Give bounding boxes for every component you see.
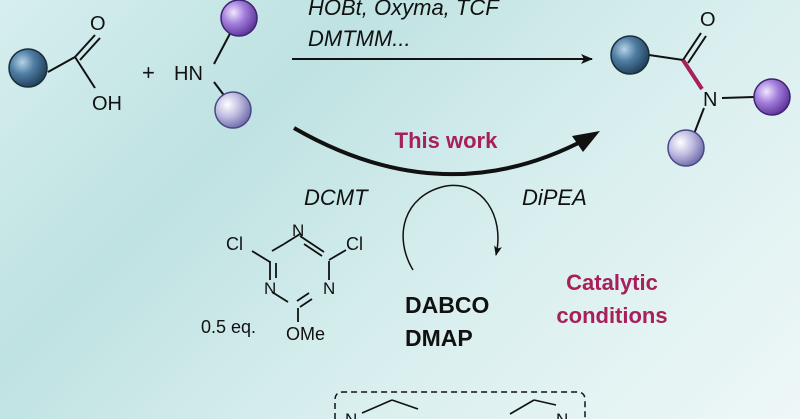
this-work-arrow bbox=[293, 126, 589, 177]
reagent-left-label: DCMT bbox=[304, 185, 369, 210]
amine: HN bbox=[174, 0, 258, 129]
blue-ball bbox=[8, 48, 48, 88]
triazine-n-left: N bbox=[264, 279, 276, 298]
hydroxyl-label: OH bbox=[92, 93, 122, 115]
chlorine-right: Cl bbox=[346, 234, 363, 254]
catalyst-dabco: DABCO bbox=[405, 292, 489, 318]
product-lavender-ball bbox=[667, 129, 705, 167]
product-nitrogen-label: N bbox=[703, 89, 717, 111]
top-reagents-line2: DMTMM... bbox=[308, 26, 411, 51]
amine-label: HN bbox=[174, 63, 203, 85]
conditions-line1: Catalytic bbox=[566, 270, 658, 295]
top-reagents-line1: HOBt, Oxyma, TCF bbox=[308, 0, 500, 20]
plus-sign: + bbox=[142, 60, 155, 85]
triazine-n-right: N bbox=[323, 279, 335, 298]
triazine-n-top: N bbox=[292, 221, 304, 240]
conditions-line2: conditions bbox=[556, 303, 667, 328]
lavender-ball bbox=[214, 91, 252, 129]
carboxylic-acid: O OH bbox=[8, 13, 122, 115]
reagent-right-label: DiPEA bbox=[522, 185, 587, 210]
dmap-n-label: N bbox=[556, 410, 568, 419]
this-work-arrowhead bbox=[572, 131, 600, 152]
dabco-n-label: N bbox=[345, 410, 357, 419]
dcmt-triazine: N N N Cl Cl OMe 0.5 eq. bbox=[201, 221, 363, 344]
product-blue-ball bbox=[610, 35, 650, 75]
methoxy-label: OMe bbox=[286, 324, 325, 344]
product-purple-ball bbox=[753, 78, 791, 116]
catalyst-dmap: DMAP bbox=[405, 325, 473, 351]
amide-product: O N bbox=[610, 9, 791, 167]
catalyst-structure-box: N N bbox=[334, 391, 586, 419]
product-oxygen-label: O bbox=[700, 9, 716, 31]
this-work-label: This work bbox=[395, 128, 498, 153]
catalytic-cycle-arrow bbox=[402, 184, 502, 271]
equivalents-label: 0.5 eq. bbox=[201, 317, 256, 337]
purple-ball bbox=[220, 0, 258, 37]
chlorine-left: Cl bbox=[226, 234, 243, 254]
oxygen-label: O bbox=[90, 13, 106, 35]
